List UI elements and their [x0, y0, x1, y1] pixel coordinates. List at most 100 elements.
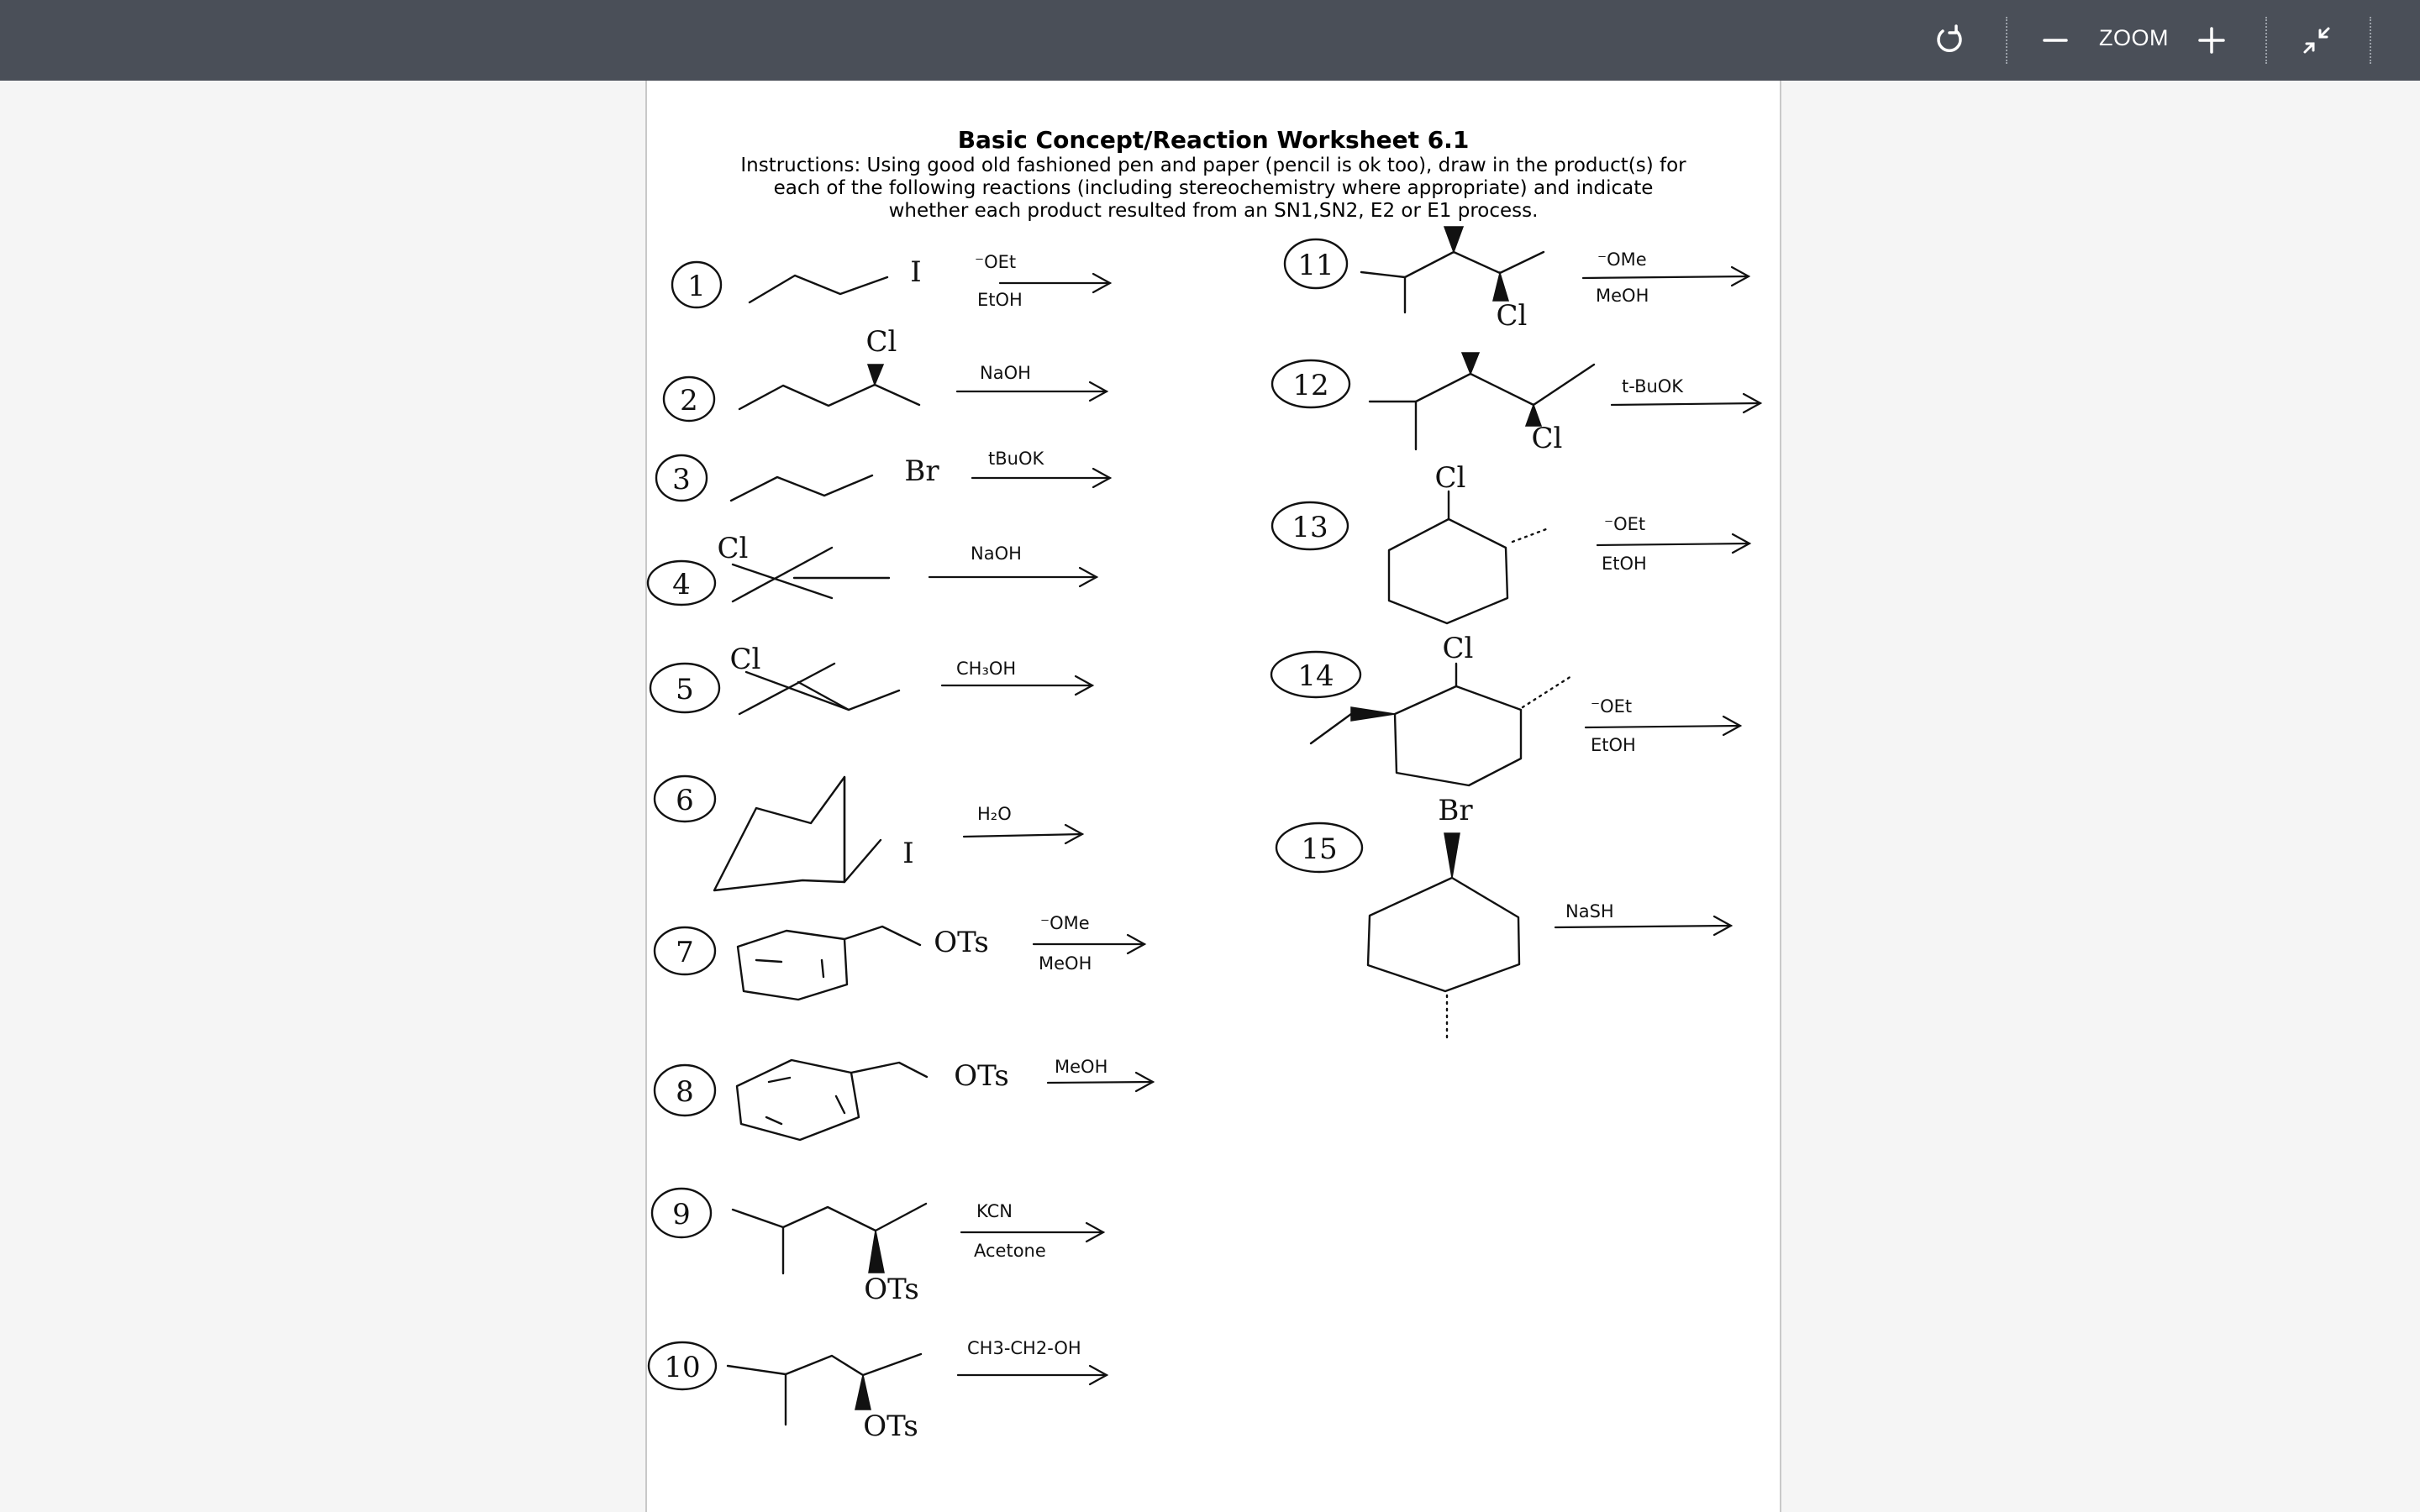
- leaving-group-label: I: [902, 837, 913, 870]
- leaving-group-label: OTs: [934, 926, 989, 959]
- reagent-top: ⁻OEt: [1604, 514, 1645, 534]
- leaving-group-label: Cl: [1497, 299, 1528, 333]
- leaving-group-label: Cl: [1435, 461, 1466, 495]
- reagent-top: H₂O: [977, 804, 1012, 824]
- reaction-number-circle: [649, 662, 721, 714]
- reaction-number: 1: [687, 270, 706, 303]
- wedge-bond: [1444, 832, 1460, 879]
- leaving-group-label: Cl: [866, 325, 897, 359]
- reagent-top: CH3-CH2-OH: [967, 1338, 1081, 1358]
- reaction-number: 2: [680, 384, 698, 417]
- reaction-12: 12 Cl t-BuOK: [1270, 352, 1763, 455]
- reaction-number: 7: [676, 936, 694, 969]
- molecule-skeleton: [1360, 250, 1545, 279]
- reaction-2: 2 Cl NaOH: [662, 325, 1109, 423]
- molecule-skeleton: [748, 274, 889, 304]
- reaction-number-circle: [653, 926, 717, 976]
- reaction-4: 4 Cl NaOH: [646, 532, 1099, 606]
- reagent-top: KCN: [976, 1201, 1013, 1221]
- molecule-skeleton: [1368, 363, 1596, 407]
- collapse-icon: [2303, 27, 2330, 54]
- viewer-toolbar: ZOOM: [0, 0, 2420, 81]
- reagent-bottom: EtOH: [977, 290, 1023, 310]
- reaction-number: 15: [1301, 832, 1337, 866]
- reagent-top: t-BuOK: [1622, 376, 1684, 396]
- reaction-arrow: [1596, 542, 1751, 547]
- reaction-number-circle: [650, 1187, 713, 1239]
- reaction-number-circle: [1283, 238, 1349, 290]
- reaction-15: 15 Br NaSH: [1275, 794, 1733, 1043]
- reaction-number: 4: [672, 568, 691, 601]
- benzene-ring: [735, 1058, 860, 1142]
- reagent-bottom: MeOH: [1596, 286, 1649, 306]
- hash-bond: [1511, 528, 1548, 543]
- zoom-in-button[interactable]: [2195, 17, 2228, 64]
- reaction-number: 12: [1292, 369, 1328, 402]
- reaction-9: 9 OTs KCN Acetone: [650, 1187, 1106, 1306]
- toolbar-divider: [2265, 17, 2267, 64]
- zoom-in-icon: [2198, 27, 2225, 54]
- molecule-skeleton: [731, 563, 834, 600]
- reaction-7: 7 OTs ⁻OMe MeOH: [653, 913, 1147, 1001]
- reagent-top: NaOH: [971, 543, 1022, 564]
- molecule-skeleton: [738, 662, 836, 716]
- wedge-bond: [1460, 352, 1481, 376]
- reaction-number-circle: [646, 559, 717, 606]
- leaving-group-label: Cl: [1443, 632, 1474, 665]
- reaction-6: 6 I H₂O: [653, 774, 1085, 892]
- reagent-bottom: EtOH: [1591, 735, 1636, 755]
- wedge-bond: [1524, 402, 1543, 427]
- molecule-skeleton: [738, 383, 921, 411]
- reaction-number: 6: [676, 784, 694, 817]
- rotate-button[interactable]: [1929, 17, 1970, 64]
- reaction-number-circle: [1270, 501, 1349, 551]
- collapse-button[interactable]: [2297, 17, 2336, 64]
- reaction-arrow: [1581, 275, 1750, 280]
- reaction-number-circle: [671, 260, 723, 309]
- reaction-number-circle: [1270, 650, 1362, 699]
- reaction-number: 9: [672, 1198, 691, 1231]
- reagent-bottom: Acetone: [974, 1241, 1046, 1261]
- toolbar-divider: [2006, 17, 2007, 64]
- leaving-group-label: OTs: [863, 1410, 918, 1443]
- reagent-top: NaOH: [980, 363, 1031, 383]
- reagent-top: CH₃OH: [956, 659, 1016, 679]
- wedge-bond: [1492, 270, 1510, 302]
- wedge-bond: [868, 1230, 885, 1273]
- cyclohexane-ring: [1393, 685, 1523, 787]
- leaving-group-label: Cl: [718, 532, 749, 565]
- reaction-number: 5: [676, 673, 694, 706]
- reagent-top: MeOH: [1055, 1057, 1107, 1077]
- reaction-number-circle: [653, 1063, 717, 1117]
- reaction-number: 3: [672, 463, 691, 496]
- leaving-group-label: Br: [1438, 794, 1473, 827]
- reaction-number-circle: [647, 1341, 718, 1391]
- document-page: Basic Concept/Reaction Worksheet 6.1 Ins…: [645, 81, 1781, 1512]
- benzene-ring: [736, 929, 849, 1001]
- cyclohexane-chair: [713, 775, 846, 892]
- reaction-8: 8 OTs MeOH: [653, 1057, 1155, 1142]
- zoom-out-icon: [2043, 39, 2068, 42]
- reagent-bottom: MeOH: [1039, 953, 1092, 974]
- worksheet-title: Basic Concept/Reaction Worksheet 6.1: [957, 126, 1470, 154]
- worksheet-instructions: Instructions: Using good old fashioned p…: [740, 155, 1686, 222]
- zoom-label: ZOOM: [2099, 25, 2169, 50]
- wedge-bond: [1443, 226, 1465, 255]
- reaction-number: 10: [664, 1351, 700, 1384]
- cyclohexane-ring: [1387, 517, 1509, 625]
- toolbar-divider: [2370, 17, 2371, 64]
- reaction-number-circle: [653, 774, 717, 823]
- zoom-out-button[interactable]: [2039, 17, 2072, 64]
- molecule-skeleton: [731, 1202, 928, 1232]
- reaction-arrow: [1554, 924, 1733, 929]
- reaction-5: 5 Cl CH₃OH: [649, 643, 1095, 716]
- reaction-number: 14: [1297, 659, 1334, 693]
- leaving-group-label: I: [910, 255, 921, 289]
- leaving-group-label: Cl: [1532, 422, 1563, 455]
- reaction-arrow: [962, 832, 1084, 838]
- reaction-13: 13 Cl ⁻OEt EtOH: [1270, 461, 1752, 625]
- wedge-bond: [855, 1374, 871, 1410]
- leaving-group-label: Br: [904, 454, 939, 488]
- reagent-bottom: EtOH: [1602, 554, 1647, 574]
- reagent-top: ⁻OMe: [1040, 913, 1090, 933]
